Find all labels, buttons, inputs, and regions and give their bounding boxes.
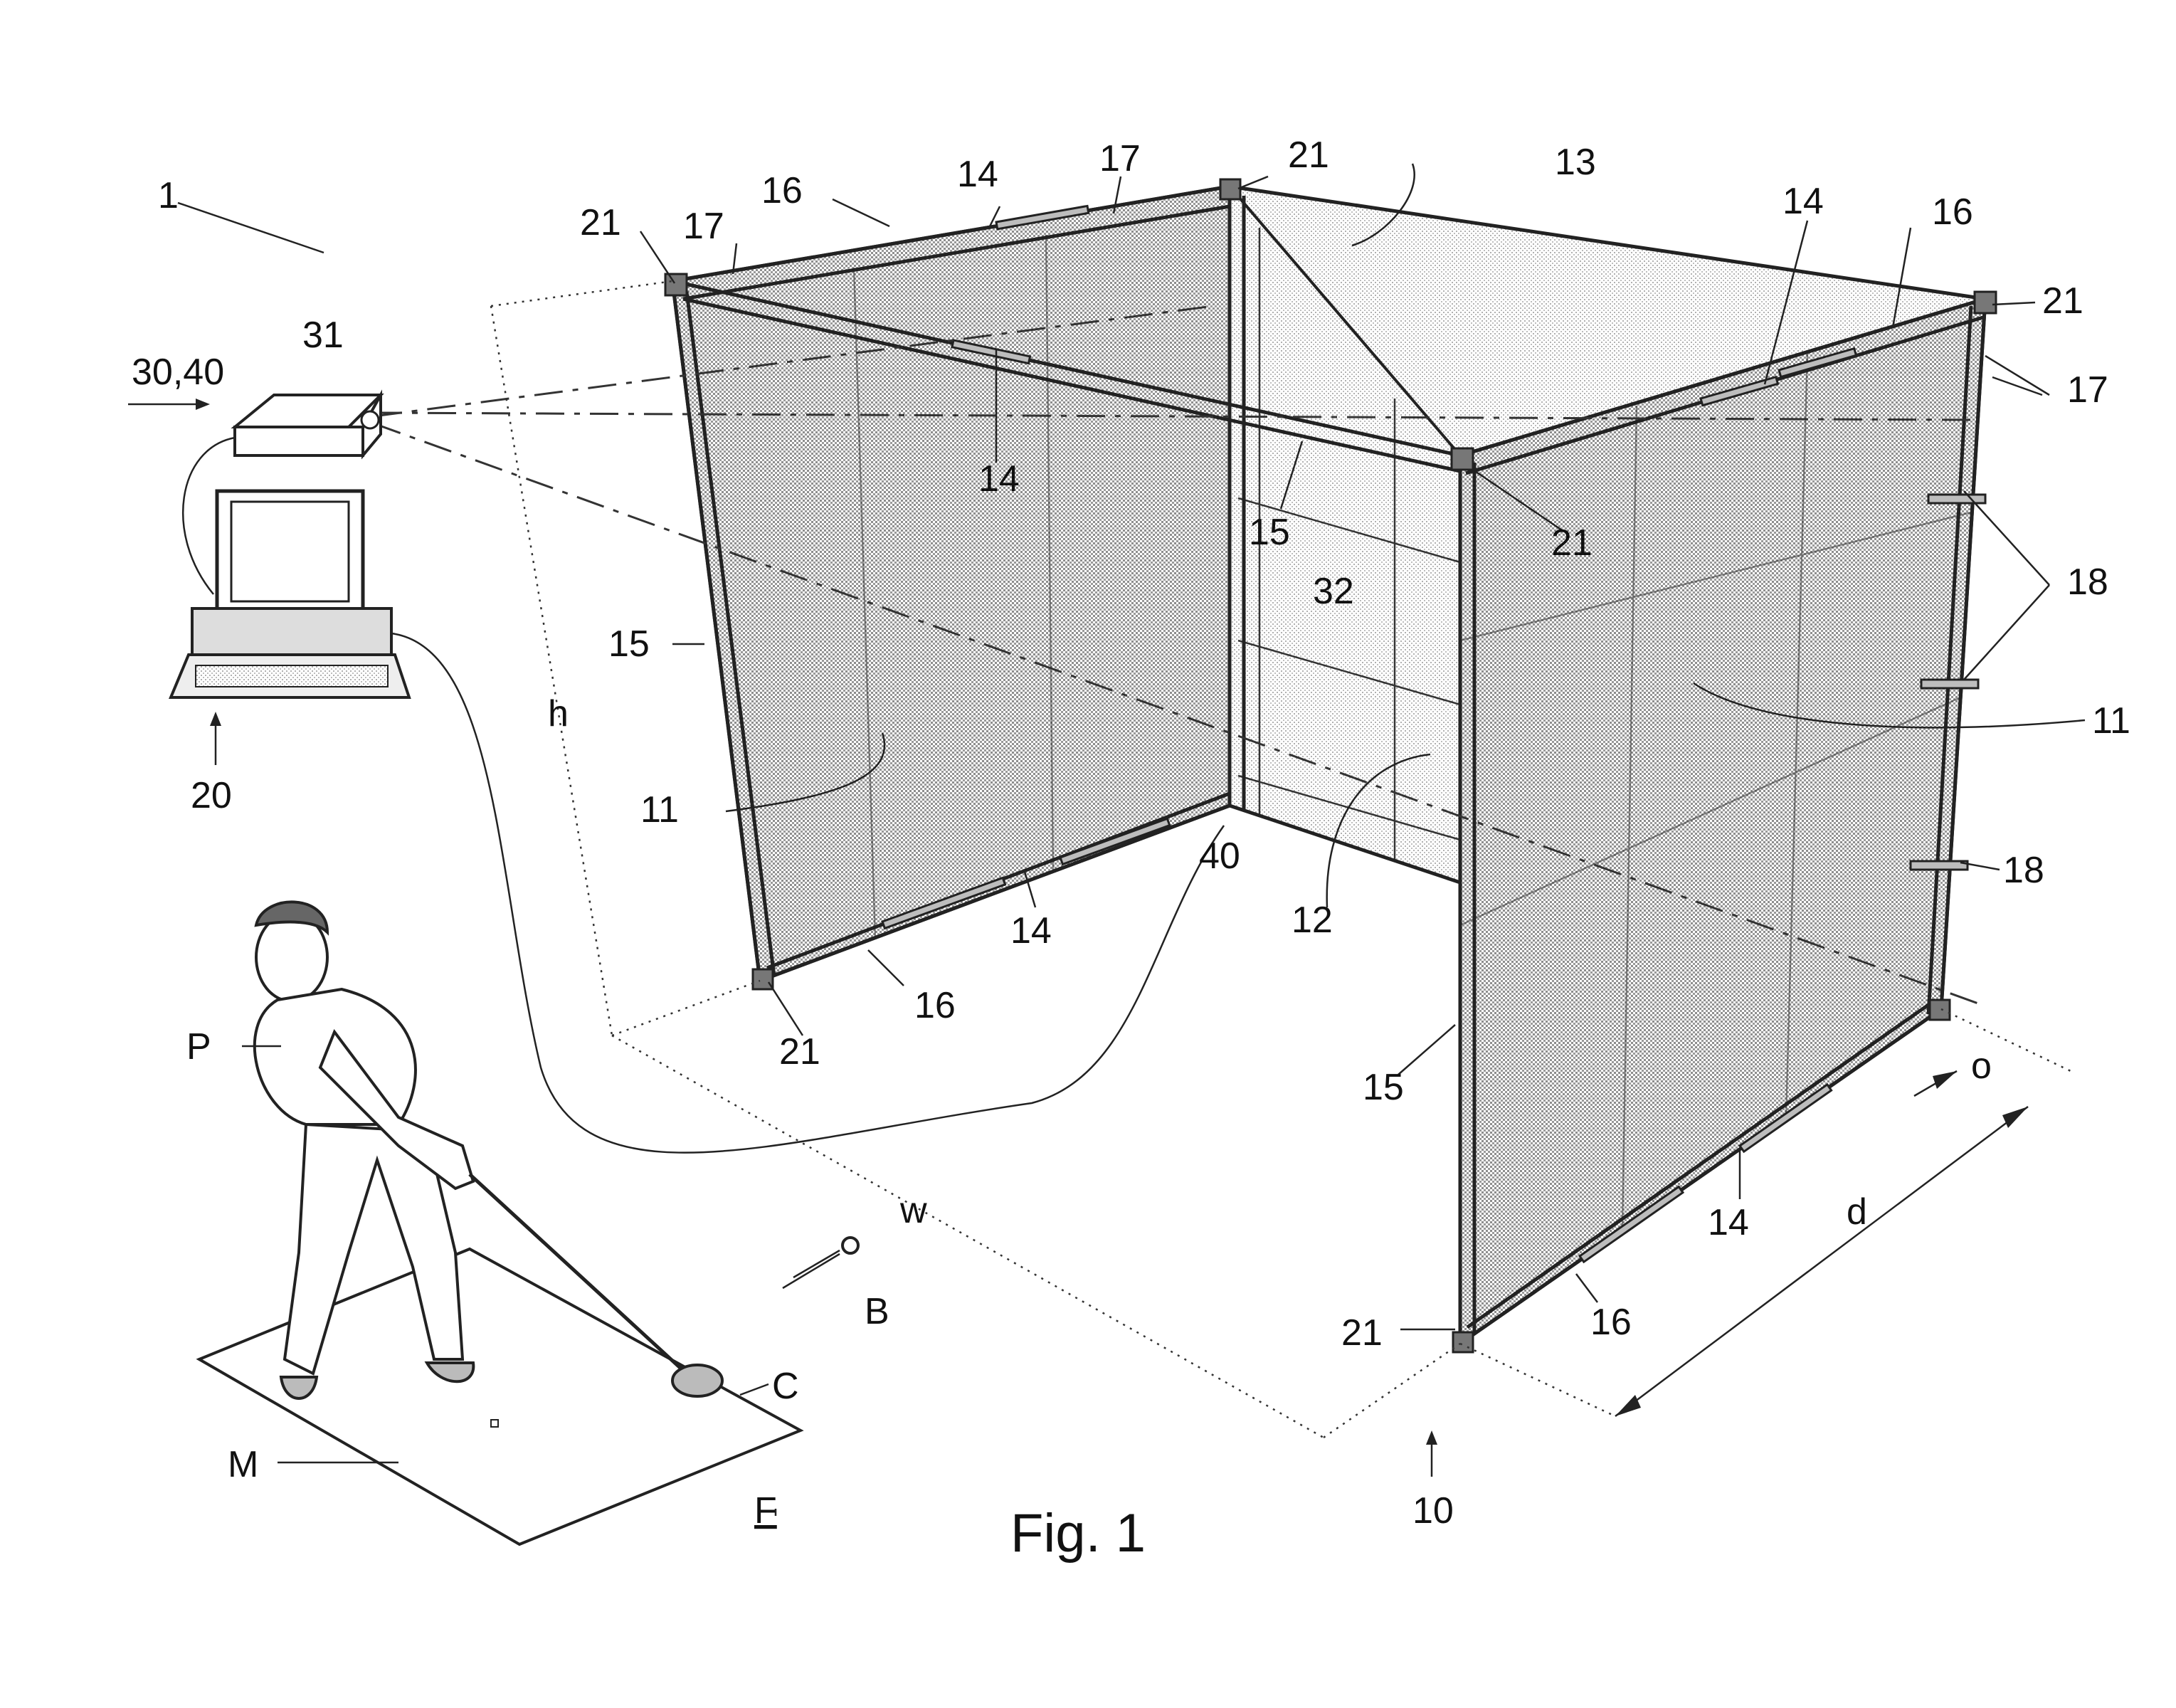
label-crossbar-lower: 18 [2003, 850, 2044, 891]
mat [196, 1247, 804, 1546]
bar-right-bottom-2 [1738, 1082, 1833, 1154]
label-bar-right-top: 14 [1782, 181, 1824, 222]
figure-caption: Fig. 1 [1010, 1503, 1146, 1564]
side-wall-left [670, 184, 1232, 984]
bar-left-bottom-2 [1059, 817, 1171, 866]
label-enclosure: 10 [1412, 1490, 1454, 1532]
label-club: C [772, 1366, 799, 1407]
bar-front-top [951, 339, 1032, 365]
side-wall-right [1458, 296, 1987, 1347]
player-figure [253, 900, 475, 1400]
label-corner-bottom-left: 21 [779, 1031, 820, 1072]
label-cable: 40 [1199, 835, 1240, 877]
label-image: 32 [1313, 571, 1354, 612]
label-bar-right-bottom: 14 [1708, 1202, 1749, 1243]
beam-top-left [672, 184, 1230, 283]
label-rail-bottom-left: 16 [914, 985, 956, 1026]
player-area [196, 900, 860, 1546]
label-projector-group: 30,40 [132, 352, 224, 393]
label-rail-top-right: 16 [1932, 191, 1973, 233]
bar-right-bottom-1 [1578, 1185, 1685, 1264]
label-player: P [186, 1026, 211, 1068]
label-corner-top-left: 21 [580, 202, 621, 243]
label-beam-right: 17 [2067, 369, 2108, 411]
label-corner-top-right: 21 [2042, 280, 2083, 322]
label-ceiling: 13 [1555, 142, 1596, 183]
cable [391, 632, 1225, 1154]
ball [841, 1236, 860, 1255]
golf-club-shaft [468, 1173, 692, 1378]
rail-bottom-left [759, 803, 1230, 983]
label-dim-o: o [1971, 1045, 1992, 1087]
label-bar-top: 14 [957, 154, 998, 195]
rail-bottom-right [1459, 1007, 1943, 1346]
label-floor: F [754, 1490, 777, 1532]
label-rail-top-left: 16 [761, 170, 803, 211]
monitor [215, 489, 365, 628]
computer-base [169, 607, 411, 699]
label-corner-top-back: 21 [1288, 135, 1329, 176]
label-mat: M [228, 1444, 258, 1485]
label-dim-h: h [548, 693, 569, 734]
post-left [670, 280, 762, 981]
enclosure [664, 178, 1997, 1354]
beam-top-back [1229, 184, 1986, 301]
label-side-wall-left: 11 [640, 789, 679, 831]
label-screen: 12 [1292, 900, 1333, 941]
label-ball: B [865, 1291, 889, 1332]
dimension-lines [490, 280, 2071, 1439]
label-dim-d: d [1847, 1191, 1867, 1233]
label-post-front: 15 [1363, 1067, 1404, 1108]
label-computer: 20 [191, 775, 232, 816]
post-back-right [1939, 298, 1987, 1010]
label-dim-w: w [899, 1190, 927, 1231]
label-system: 1 [158, 175, 179, 216]
bar-right-top-2 [1778, 347, 1858, 379]
label-rail-bottom-right: 16 [1590, 1302, 1632, 1343]
corners-21 [664, 178, 1997, 1354]
bars-14 [881, 204, 1858, 1264]
label-post-left: 15 [608, 623, 650, 665]
rail-bottom-back [1229, 803, 1461, 885]
beam-top-front [672, 279, 1461, 458]
wall-panel-lines [852, 234, 1972, 1228]
label-corner-bottom-front: 21 [1341, 1312, 1383, 1354]
projection-lines [373, 305, 1979, 1005]
bar-right-top-1 [1699, 375, 1780, 407]
label-post-inner: 15 [1249, 512, 1290, 553]
label-side-wall-right: 11 [2092, 700, 2130, 742]
label-beam-left: 17 [683, 206, 724, 247]
label-crossbar-upper: 18 [2067, 562, 2108, 603]
bar-top-left [995, 204, 1090, 231]
leader-lines [128, 163, 2086, 1516]
label-projector: 31 [302, 315, 344, 356]
crossbars-18 [1909, 493, 1987, 871]
frame [670, 184, 1987, 1346]
reference-labels: 1 10 11 11 12 13 14 14 14 14 14 15 15 15… [132, 135, 2130, 1564]
label-bar-front-top: 14 [978, 458, 1020, 500]
label-beam-top: 17 [1099, 138, 1141, 179]
label-bar-left-bottom: 14 [1010, 910, 1052, 951]
computer-system [169, 389, 1225, 1154]
label-corner-front-top: 21 [1551, 522, 1593, 564]
bar-left-bottom-1 [881, 876, 1007, 930]
beam-top-right [1459, 297, 1986, 458]
projector [231, 389, 384, 460]
club-head [671, 1364, 724, 1398]
